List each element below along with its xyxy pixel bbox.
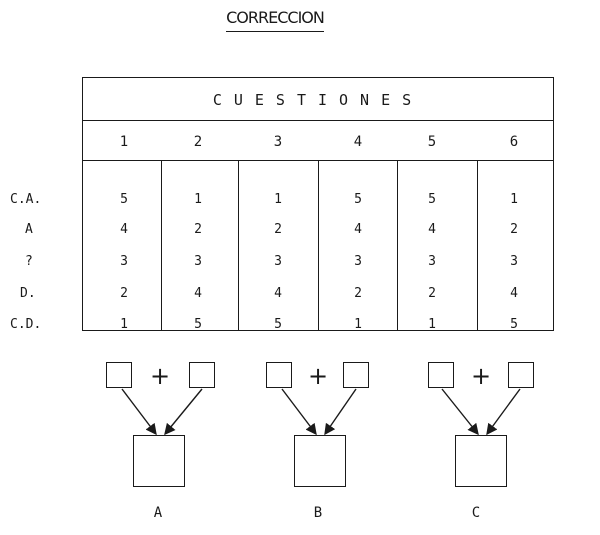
arrow bbox=[121, 388, 157, 436]
table-header: CUESTIONES bbox=[212, 91, 424, 109]
table-cell: 4 bbox=[510, 286, 518, 301]
table-cell: 4 bbox=[120, 222, 128, 237]
question-number: 3 bbox=[273, 134, 283, 150]
plus-sign: + bbox=[471, 362, 492, 390]
table-cell: 3 bbox=[274, 254, 282, 269]
input-box bbox=[428, 362, 454, 388]
table-cell: 5 bbox=[274, 317, 282, 332]
column-divider bbox=[161, 160, 162, 330]
result-box bbox=[133, 435, 185, 487]
table-cell: 1 bbox=[194, 192, 202, 207]
table-cell: 3 bbox=[354, 254, 362, 269]
table-cell: 1 bbox=[428, 317, 436, 332]
table-cell: 4 bbox=[428, 222, 436, 237]
row-label: D. bbox=[20, 286, 36, 301]
plus-sign: + bbox=[308, 362, 329, 390]
plus-sign: + bbox=[150, 362, 171, 390]
group-label: B bbox=[313, 505, 323, 521]
row-label: C.D. bbox=[10, 317, 42, 332]
table-cell: 2 bbox=[428, 286, 436, 301]
table-cell: 5 bbox=[354, 192, 362, 207]
input-box bbox=[508, 362, 534, 388]
row-label: A bbox=[25, 222, 33, 237]
group-label: C bbox=[471, 505, 481, 521]
table-cell: 1 bbox=[510, 192, 518, 207]
input-box bbox=[106, 362, 132, 388]
arrow bbox=[441, 388, 479, 436]
question-number: 6 bbox=[509, 134, 519, 150]
scoring-table: CUESTIONES 1 2 3 4 5 6 bbox=[82, 77, 554, 331]
table-cell: 1 bbox=[120, 317, 128, 332]
table-cell: 2 bbox=[274, 222, 282, 237]
question-number: 2 bbox=[193, 134, 203, 150]
table-cell: 4 bbox=[274, 286, 282, 301]
input-box bbox=[189, 362, 215, 388]
arrow bbox=[486, 388, 521, 436]
column-divider bbox=[477, 160, 478, 330]
table-cell: 3 bbox=[120, 254, 128, 269]
table-cell: 4 bbox=[354, 222, 362, 237]
question-number: 5 bbox=[427, 134, 437, 150]
header-divider bbox=[83, 120, 553, 121]
input-box bbox=[266, 362, 292, 388]
question-number: 4 bbox=[353, 134, 363, 150]
arrow bbox=[324, 388, 357, 436]
table-cell: 2 bbox=[354, 286, 362, 301]
table-cell: 4 bbox=[194, 286, 202, 301]
table-cell: 1 bbox=[274, 192, 282, 207]
table-cell: 2 bbox=[510, 222, 518, 237]
column-divider bbox=[238, 160, 239, 330]
result-box bbox=[294, 435, 346, 487]
title-text: CORRECCION bbox=[226, 8, 325, 32]
table-cell: 1 bbox=[354, 317, 362, 332]
table-cell: 5 bbox=[510, 317, 518, 332]
question-number: 1 bbox=[119, 134, 129, 150]
table-cell: 2 bbox=[194, 222, 202, 237]
table-cell: 5 bbox=[194, 317, 202, 332]
row-label: C.A. bbox=[10, 192, 42, 207]
table-cell: 5 bbox=[428, 192, 436, 207]
page-title: CORRECCION bbox=[0, 8, 550, 32]
arrow bbox=[164, 388, 203, 436]
row-label: ? bbox=[25, 254, 33, 269]
column-divider bbox=[397, 160, 398, 330]
result-box bbox=[455, 435, 507, 487]
group-label: A bbox=[153, 505, 163, 521]
table-cell: 3 bbox=[194, 254, 202, 269]
table-cell: 2 bbox=[120, 286, 128, 301]
table-cell: 3 bbox=[510, 254, 518, 269]
table-cell: 3 bbox=[428, 254, 436, 269]
table-cell: 5 bbox=[120, 192, 128, 207]
column-divider bbox=[318, 160, 319, 330]
arrow bbox=[281, 388, 317, 436]
input-box bbox=[343, 362, 369, 388]
